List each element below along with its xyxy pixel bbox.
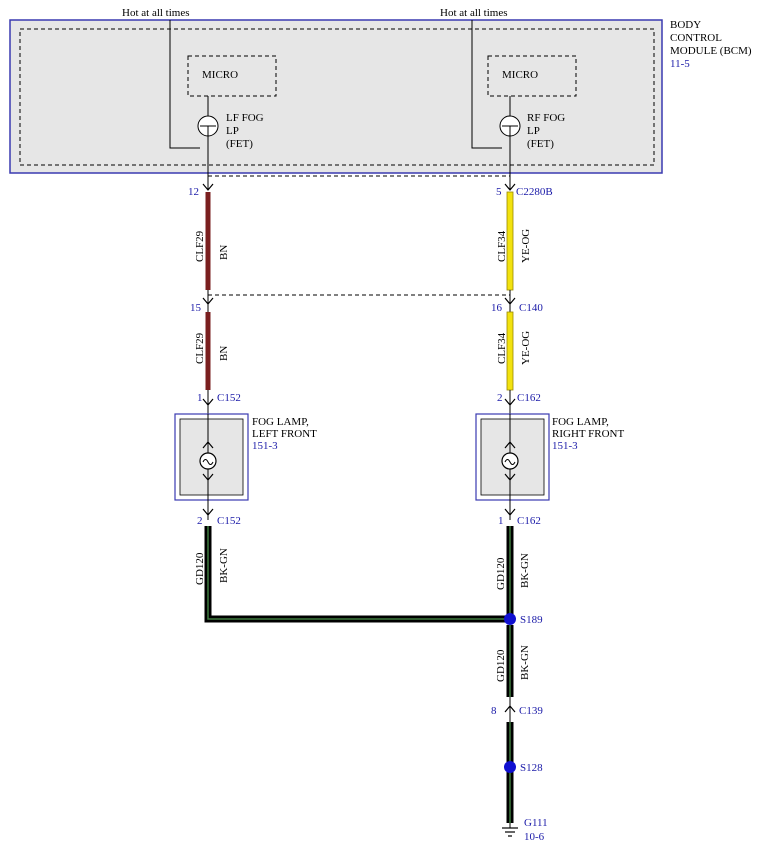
- fet-left-line3: (FET): [226, 138, 253, 150]
- pin-c152-top: 1: [197, 392, 203, 404]
- wire-gd120-right-color: BK-GN: [519, 553, 531, 588]
- fet-right-line3: (FET): [527, 138, 554, 150]
- connector-c152-top-pin: [202, 390, 214, 414]
- connector-c139-pin: [504, 697, 516, 722]
- connector-c152-bottom-label: C152: [217, 515, 241, 527]
- fog-lamp-right-ref[interactable]: 151-3: [552, 440, 578, 452]
- power-feed-left: [169, 20, 200, 149]
- connector-c162-top-pin: [504, 390, 516, 414]
- wire-clf34-mid-circuit: CLF34: [496, 332, 508, 364]
- pin-c162-top: 2: [497, 392, 503, 404]
- fog-lamp-right-line1: FOG LAMP,: [552, 416, 609, 428]
- connector-c2280b-pin-left: [202, 172, 214, 191]
- connector-c152-bottom-pin: [202, 500, 214, 520]
- fet-left-line1: LF FOG: [226, 112, 264, 124]
- splice-s128-dot: [504, 761, 516, 773]
- pin-c140-right: 16: [491, 302, 503, 314]
- connector-c140-pin-left: [202, 290, 214, 312]
- ground-g111-label: G111: [524, 817, 548, 829]
- wire-clf29-upper-color: BN: [218, 245, 230, 260]
- fog-lamp-left-line1: FOG LAMP,: [252, 416, 309, 428]
- fog-lamp-left-ref[interactable]: 151-3: [252, 440, 278, 452]
- wire-gd120-common-color: BK-GN: [519, 645, 531, 680]
- connector-c162-bottom-pin: [504, 500, 516, 520]
- connector-c152-top-label: C152: [217, 392, 241, 404]
- bcm-inner-boundary: [19, 28, 655, 166]
- fet-left-line2: LP: [226, 125, 239, 137]
- bcm-label-line3: MODULE (BCM): [670, 45, 752, 57]
- wire-gd120-common-circuit: GD120: [495, 649, 507, 682]
- connector-c162-top-label: C162: [517, 392, 541, 404]
- pin-c162-bottom: 1: [498, 515, 504, 527]
- connector-c2280b-pin-right: [504, 172, 516, 191]
- pin-bcm-right: 5: [496, 186, 502, 198]
- fet-symbol-left: [197, 115, 219, 137]
- wire-gd120-left-color: BK-GN: [218, 548, 230, 583]
- pin-c152-bottom: 2: [197, 515, 203, 527]
- ground-icon: [502, 823, 518, 837]
- fog-lamp-left: [174, 413, 249, 501]
- fog-lamp-right: [475, 413, 550, 501]
- pin-c139: 8: [491, 705, 497, 717]
- micro-label-left: MICRO: [202, 69, 238, 81]
- connector-c139-label: C139: [519, 705, 543, 717]
- bcm-label-line2: CONTROL: [670, 32, 722, 44]
- wire-gd120-left: [204, 526, 510, 623]
- fog-lamp-right-line2: RIGHT FRONT: [552, 428, 625, 440]
- power-label-left: Hot at all times: [122, 7, 190, 19]
- fet-right-line1: RF FOG: [527, 112, 565, 124]
- wire-clf29-upper-circuit: CLF29: [194, 230, 206, 262]
- micro-box-right: [487, 55, 577, 97]
- splice-s128-label: S128: [520, 762, 543, 774]
- power-feed-right: [471, 20, 502, 149]
- wire-gd120-right-circuit: GD120: [495, 557, 507, 590]
- bcm-module-box: [9, 19, 663, 174]
- fog-lamp-left-line2: LEFT FRONT: [252, 428, 317, 440]
- pin-c140-left: 15: [190, 302, 202, 314]
- pin-bcm-left: 12: [188, 186, 199, 198]
- power-label-right: Hot at all times: [440, 7, 508, 19]
- connector-c162-bottom-label: C162: [517, 515, 541, 527]
- wire-clf34-upper-circuit: CLF34: [496, 230, 508, 262]
- ground-g111-ref[interactable]: 10-6: [524, 831, 545, 843]
- connector-c140-label: C140: [519, 302, 543, 314]
- splice-s189-dot: [504, 613, 516, 625]
- micro-box-left: [187, 55, 277, 97]
- bcm-label-line1: BODY: [670, 19, 701, 31]
- splice-s189-label: S189: [520, 614, 543, 626]
- micro-label-right: MICRO: [502, 69, 538, 81]
- wire-clf29-mid-color: BN: [218, 346, 230, 361]
- wire-clf34-upper-color: YE-OG: [520, 229, 532, 263]
- connector-c2280b-label: C2280B: [516, 186, 553, 198]
- wire-clf34-mid-color: YE-OG: [520, 331, 532, 365]
- wire-gd120-left-circuit: GD120: [194, 552, 206, 585]
- bcm-ref-link[interactable]: 11-5: [670, 58, 690, 70]
- wire-clf29-mid-circuit: CLF29: [194, 332, 206, 364]
- fet-right-line2: LP: [527, 125, 540, 137]
- connector-c140-pin-right: [504, 290, 516, 312]
- fet-symbol-right: [499, 115, 521, 137]
